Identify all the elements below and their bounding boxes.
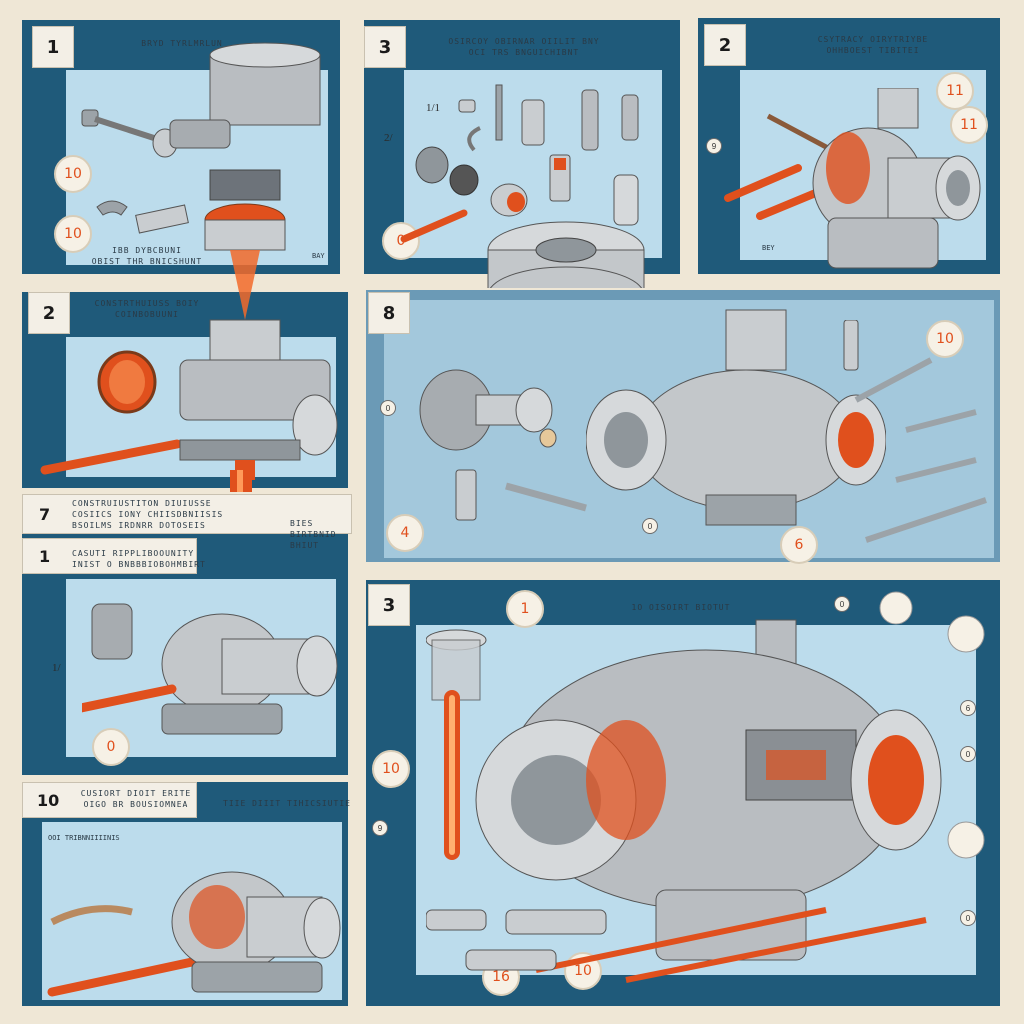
panel-step-7: 7 CONSTRUIUSTITON DIUIUSSE COSIICS IONY …: [20, 492, 352, 777]
panel-note: BEY: [762, 244, 775, 252]
callout-6: 6: [780, 526, 818, 564]
panel-title: CONSTRUIUSTITON DIUIUSSE COSIICS IONY CH…: [72, 499, 224, 530]
step-number: 3: [368, 584, 410, 626]
bolts-icon: [455, 469, 587, 521]
fitting-icon: [419, 369, 557, 451]
callout-1: 1: [506, 590, 544, 628]
callout-0: 0: [380, 400, 396, 416]
valve-side-icon: [82, 603, 338, 735]
side-note-line: BIRTBNID: [290, 530, 337, 539]
callout-0: 0: [960, 746, 976, 762]
step-number: 1: [32, 26, 74, 68]
panel-subtitle: TIIE DIIIT TIHICSIUTIE: [223, 799, 351, 808]
panel-step-3-top: 3 OSIRCOY OBIRNAR OIILIT BNY OCI TRS BNG…: [362, 18, 682, 324]
panel-title: OSIRCOY OBIRNAR OIILIT BNY OCI TRS BNGUI…: [448, 37, 600, 57]
panel-step-2-top: 2 CSYTRACY OIRYTRIYBE OHHBOEST TIBITEI B…: [696, 16, 1002, 276]
callout-0: 0: [642, 518, 658, 534]
callout-11: 11: [936, 72, 974, 110]
callout-10: 10: [926, 320, 964, 358]
callout-9: 9: [706, 138, 722, 154]
panel-title: 1O OISOIRT BIOTUT: [631, 603, 731, 612]
side-note-line: BHIUT: [290, 541, 320, 550]
valve-body-icon: [586, 309, 886, 526]
panel-caption: OOI TRIBNNIIIINIS: [48, 834, 120, 842]
callout-10: 10: [372, 750, 410, 788]
side-note-line: BIES: [290, 519, 314, 528]
panel-title: CONSTRTHUIUSS BOIY COINBOBUUNI: [94, 299, 200, 319]
callout-10: 10: [54, 215, 92, 253]
panel-caption: IBB DYBCBUNI OBIST THR BNICSHUNT: [91, 246, 203, 266]
valve-spark-icon: [47, 871, 341, 997]
step-number: 10: [22, 782, 197, 818]
rods-icon: [843, 320, 987, 543]
valve-assembly-icon: [724, 88, 981, 269]
callout-3: 0: [92, 728, 130, 766]
step-number: 2: [28, 292, 70, 334]
step-number: 3: [364, 26, 406, 68]
side-note: BIES BIRTBNID BHIUT: [290, 518, 337, 551]
panel-note: BAY: [312, 252, 325, 260]
bracket-icon: [96, 200, 189, 234]
part-label: 1/: [52, 662, 61, 674]
panel-step-8: 8 10 4 6 0 0: [364, 288, 1002, 564]
panel-title: CSYTRACY OIRYTRIYBE OHHBOEST TIBITEI: [817, 35, 929, 55]
rod-icon: [400, 209, 468, 243]
main-valve-cutaway-icon: [426, 619, 942, 983]
valve-column-icon: [169, 42, 338, 480]
fork-icon: [879, 591, 985, 859]
small-parts-icon: [415, 84, 639, 226]
callout-10: 10: [54, 155, 92, 193]
part-label: 1/1: [426, 102, 441, 114]
callout-0: 0: [834, 596, 850, 612]
part-label: 2/: [384, 132, 393, 144]
panel-step-3-bottom: 3 1O OISOIRT BIOTUT 1 10 16 10 0 6 0 0 9: [364, 578, 1002, 1008]
callout-9: 9: [372, 820, 388, 836]
callout-4: 4: [386, 514, 424, 552]
step-number: 7: [22, 494, 352, 534]
callout-6: 6: [960, 700, 976, 716]
callout-0: 0: [960, 910, 976, 926]
callout-0: 0: [382, 222, 420, 260]
rod-icon: [40, 439, 182, 475]
panel-title: CASUTI RIPPLIBOOUNITY INIST O BNBBBIOBOH…: [72, 549, 206, 569]
step-number: 1: [22, 538, 197, 574]
panel-title: BRYD TYRLMRLUN: [141, 39, 223, 48]
panel-title: CUSIORT DIOIT ERITE OIGO BR BOUSIOMNEA: [80, 789, 192, 809]
step-number: 8: [368, 292, 410, 334]
callout-11: 11: [950, 106, 988, 144]
gasket-icon: [97, 350, 157, 414]
step-number: 2: [704, 24, 746, 66]
panel-step-10: 10 CUSIORT DIOIT ERITE OIGO BR BOUSIOMNE…: [20, 780, 350, 1008]
